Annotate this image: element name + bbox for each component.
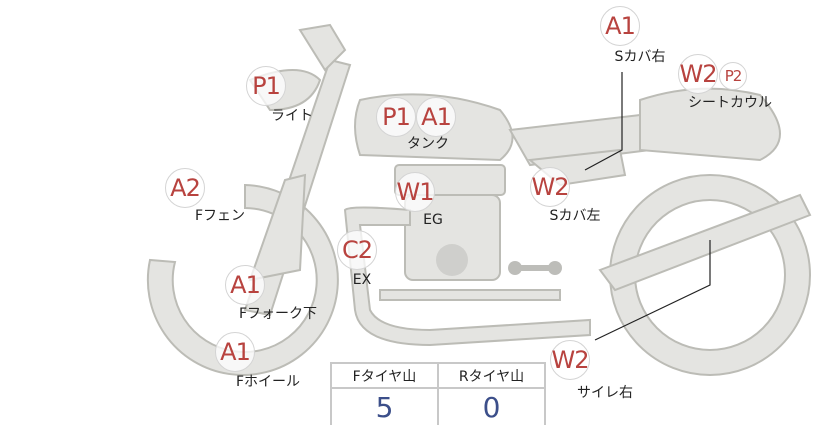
leader-line	[594, 240, 711, 341]
part-label-silencer-right: サイレ右	[577, 385, 633, 401]
code-badge[interactable]: P1	[376, 97, 416, 137]
front-wheel-shape	[146, 183, 339, 376]
code-badge[interactable]: A1	[225, 265, 265, 305]
code-badge[interactable]: W2	[550, 340, 590, 380]
code-badge[interactable]: P2	[719, 62, 747, 90]
leader-line	[584, 72, 623, 171]
code-badge[interactable]: W1	[395, 172, 435, 212]
code-badge[interactable]: C2	[337, 230, 377, 270]
code-badge[interactable]: P1	[246, 66, 286, 106]
part-label-exhaust: EX	[352, 272, 372, 288]
part-label-seat-cowl: シートカウル	[688, 95, 772, 111]
code-badge[interactable]: W2	[530, 167, 570, 207]
part-label-light: ライト	[271, 108, 313, 124]
part-label-tank: タンク	[407, 136, 449, 152]
code-badge[interactable]: A1	[416, 97, 456, 137]
part-label-front-fender: Fフェン	[194, 208, 246, 224]
part-label-engine: EG	[423, 212, 443, 228]
code-badge[interactable]: A2	[165, 168, 205, 208]
code-badge[interactable]: W2	[678, 54, 718, 94]
part-label-front-wheel: Fホイール	[235, 374, 301, 390]
front-tread-header: Fタイヤ山	[330, 362, 439, 389]
part-label-side-cover-right: Sカバ右	[614, 49, 666, 65]
front-tread-value: 5	[330, 387, 439, 425]
part-label-front-fork: Fフォーク下	[238, 306, 318, 322]
rear-tread-header: Rタイヤ山	[437, 362, 546, 389]
code-badge[interactable]: A1	[215, 332, 255, 372]
code-badge[interactable]: A1	[600, 6, 640, 46]
part-label-side-cover-left: Sカバ左	[549, 208, 601, 224]
rear-tread-value: 0	[437, 387, 546, 425]
